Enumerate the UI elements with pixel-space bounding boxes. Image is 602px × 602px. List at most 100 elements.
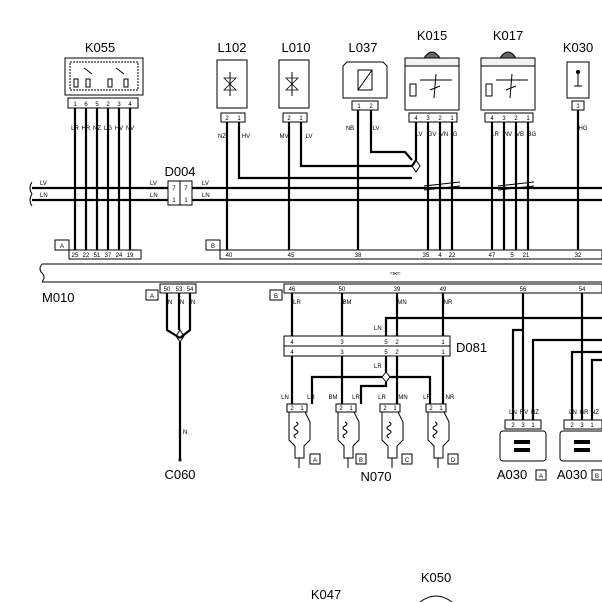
d004-pin: 1 [172,198,176,204]
d004-pin: 7 [184,186,188,192]
component-k017: K017 4 3 2 1 LR NV VB BG [480,28,537,250]
n070-pin: 2 [290,406,294,412]
bus-label-ln: LN [40,193,48,199]
n070-pin: 1 [349,406,353,412]
m010-lower-wire-b: BM [343,300,352,306]
m010-lower-wire-b: MN [397,300,406,306]
component-k030: K030 1 HG [563,40,593,250]
n070-tag-d: D [451,458,456,464]
k015-pin: 3 [426,116,430,122]
a030a-wire: LN [509,410,517,416]
n070-wire: LR [423,395,431,401]
m010-upper-pin: 5 [510,253,514,259]
n070-wire: LR [352,395,360,401]
m010-upper-tag-b: B [211,244,215,250]
d081-pin: 2 [395,340,399,346]
n070-wire: MN [398,395,407,401]
c060-wire: N [183,430,187,436]
m010-lower-pin-b: 54 [579,287,586,293]
a030b-label: A030 [557,467,587,482]
d081-pin: 5 [384,350,388,356]
d081-pin: 2 [395,350,399,356]
a030a-label: A030 [497,467,527,482]
component-k015: K015 4 3 2 1 LV GV VN G [404,28,461,250]
d081-pin: 3 [340,340,344,346]
m010-lower-pin-a: 53 [176,287,183,293]
n070-pin: 2 [383,406,387,412]
n070-pin: 2 [429,406,433,412]
m010-upper-pin: 47 [489,253,496,259]
k055-pin: 3 [117,102,121,108]
n070-pin: 1 [439,406,443,412]
k017-pin: 3 [502,116,506,122]
m010-upper-pin: 21 [523,253,530,259]
k050-label: K050 [421,570,451,585]
d004-pin: 7 [172,186,176,192]
d004-label: D004 [164,164,195,179]
k017-wire: VB [516,132,524,138]
d081-pin: 5 [384,340,388,346]
m010-lower-pin-a: 50 [164,287,171,293]
k055-pin: 4 [128,102,132,108]
m010-lower-pin-b: 39 [394,287,401,293]
m010-lower-wire-a: N [168,300,172,306]
l037-wire: NB [346,126,354,132]
m010-lower-wire-b: NR [444,300,453,306]
component-d081: LN 4 3 5 2 1 4 3 5 2 1 D081 [283,293,602,357]
n070-pin: 1 [393,406,397,412]
c060-label: C060 [164,467,195,482]
a030b-wire: LN [569,410,577,416]
k015-wire: G [453,132,458,138]
bus-right-ln: LN [202,193,210,199]
l102-pin: 1 [237,116,241,122]
m010-lower-tag-b: B [274,294,278,300]
component-n070: LR LN LR BM LR LR MN LR NR 2 1 A [281,356,459,484]
a030a-wire: RV [520,410,528,416]
n070-sensor-d: 2 1 D [425,403,459,468]
n070-sensor-a: 2 1 A [286,403,321,468]
k015-pin: 4 [414,116,418,122]
k055-label: K055 [85,40,115,55]
component-d004: D004 7 7 1 1 [164,164,196,206]
component-l010: L010 2 1 MV LV [278,40,412,250]
l037-wire: LV [373,126,380,132]
k047-label: K047 [311,587,341,602]
k017-pin: 2 [514,116,518,122]
m010-lower-pin-b: 46 [289,287,296,293]
d081-pin: 1 [441,340,445,346]
n070-sensor-c: 2 1 C [379,403,413,468]
m010-label: M010 [42,290,75,305]
m010-lower-pin-a: 54 [187,287,194,293]
k017-pin: 1 [526,116,530,122]
bus-right-lv: LV [202,181,209,187]
component-k055: K055 1 6 5 2 3 4 LR HR NZ LG HV NV [64,40,144,250]
l037-pin: 1 [357,104,361,110]
component-k047: K047 [311,587,341,602]
m010-upper-pin: 37 [105,253,112,259]
d081-pin: 4 [290,340,294,346]
k055-pin: 5 [95,102,99,108]
k015-wire: VN [440,132,448,138]
a030a-pin: 1 [531,423,535,429]
a030a-pin: 3 [521,423,525,429]
l010-label: L010 [282,40,311,55]
a030a-wire: NZ [531,410,539,416]
a030a-pin: 2 [511,423,515,429]
k015-pin: 2 [438,116,442,122]
n070-tag-a: A [313,458,317,464]
a030b-pin: 2 [570,423,574,429]
bus-label-lv: LV [40,181,47,187]
bus-mid-lv: LV [150,181,157,187]
k030-pin: 1 [576,104,580,110]
m010-upper-pin: 35 [423,253,430,259]
n070-wire: LR [307,395,315,401]
k017-pin: 4 [490,116,494,122]
m010-lower-pin-b: 50 [339,287,346,293]
l037-pin: 2 [369,104,373,110]
a030b-pin: 3 [580,423,584,429]
component-a030-a: LN RV NZ 2 3 1 A030 A [497,293,602,482]
m010-lower-pin-b: 56 [520,287,527,293]
m010-upper-pin: 32 [575,253,582,259]
k015-wire: LV [416,132,423,138]
l010-pin: 2 [287,116,291,122]
